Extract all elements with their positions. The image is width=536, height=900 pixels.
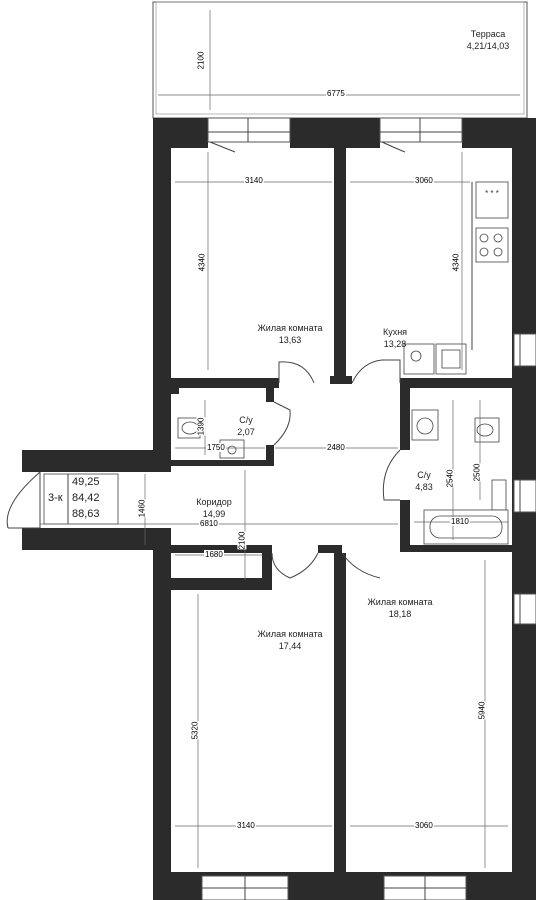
dim-living1-height: 4340	[197, 253, 207, 272]
room-corridor-area: 14,99	[202, 509, 226, 519]
room-living2: Жилая комната 17,44	[240, 628, 340, 652]
room-living1-name: Жилая комната	[257, 323, 323, 333]
room-bath1: С/у 2,07	[226, 414, 266, 438]
svg-text:* * *: * * *	[485, 189, 499, 198]
room-living1-area: 13,63	[278, 335, 302, 345]
room-living1: Жилая комната 13,63	[240, 322, 340, 346]
dim-corridor-bottom-width: 1680	[204, 550, 224, 559]
summary-area-total: 84,42	[72, 492, 100, 504]
dim-bath2-inner-height: 2500	[472, 463, 482, 482]
room-bath1-name: С/у	[239, 415, 253, 425]
room-bath2: С/у 4,83	[404, 469, 444, 493]
summary-type: 3-к	[48, 492, 63, 504]
room-terrace-area: 4,21/14,03	[466, 41, 510, 51]
summary-area-living: 49,25	[72, 476, 100, 488]
dim-kitchen-width: 3060	[414, 176, 434, 185]
room-living3: Жилая комната 18,18	[350, 596, 450, 620]
room-bath2-name: С/у	[417, 470, 431, 480]
dim-living2-height: 5320	[190, 721, 200, 740]
room-bath1-area: 2,07	[237, 427, 255, 437]
room-terrace-name: Терраса	[470, 29, 506, 39]
dim-bath2-height: 2540	[445, 469, 455, 488]
room-terrace: Терраса 4,21/14,03	[460, 28, 516, 52]
room-living2-area: 17,44	[278, 641, 302, 651]
room-corridor: Коридор 14,99	[184, 496, 244, 520]
room-living3-name: Жилая комната	[367, 597, 433, 607]
room-bath2-area: 4,83	[415, 482, 433, 492]
room-living3-area: 18,18	[388, 609, 412, 619]
doors	[209, 141, 406, 579]
fixtures: * * *	[177, 181, 509, 545]
summary-box: 3-к 49,25 84,42 88,63	[44, 474, 118, 524]
terrace	[152, 1, 528, 119]
dim-corridor-mid-height: 2100	[237, 531, 247, 550]
dim-corridor-left-height: 1460	[137, 499, 147, 518]
dim-living2-width: 3140	[236, 821, 256, 830]
dim-kitchen-height: 4340	[451, 253, 461, 272]
dim-living3-height: 5940	[477, 701, 487, 720]
dim-bath2-width: 1810	[450, 517, 470, 526]
dim-bath1-width: 1750	[206, 443, 226, 452]
dim-corridor-width: 6810	[199, 519, 219, 528]
dim-living1-width: 3140	[244, 176, 264, 185]
room-living2-name: Жилая комната	[257, 629, 323, 639]
dim-living3-width: 3060	[414, 821, 434, 830]
dim-bath1-height: 1390	[196, 417, 206, 436]
dim-terrace-height: 2100	[196, 51, 206, 70]
room-kitchen-area: 13,28	[383, 339, 407, 349]
room-corridor-name: Коридор	[196, 497, 232, 507]
outer-walls	[6, 117, 536, 900]
room-kitchen: Кухня 13,28	[372, 326, 418, 350]
dim-corridor-top: 2480	[326, 443, 346, 452]
inner-walls	[171, 148, 512, 872]
room-kitchen-name: Кухня	[382, 327, 408, 337]
summary-area-with-terrace: 88,63	[72, 508, 100, 520]
dim-terrace-width: 6775	[326, 89, 346, 98]
